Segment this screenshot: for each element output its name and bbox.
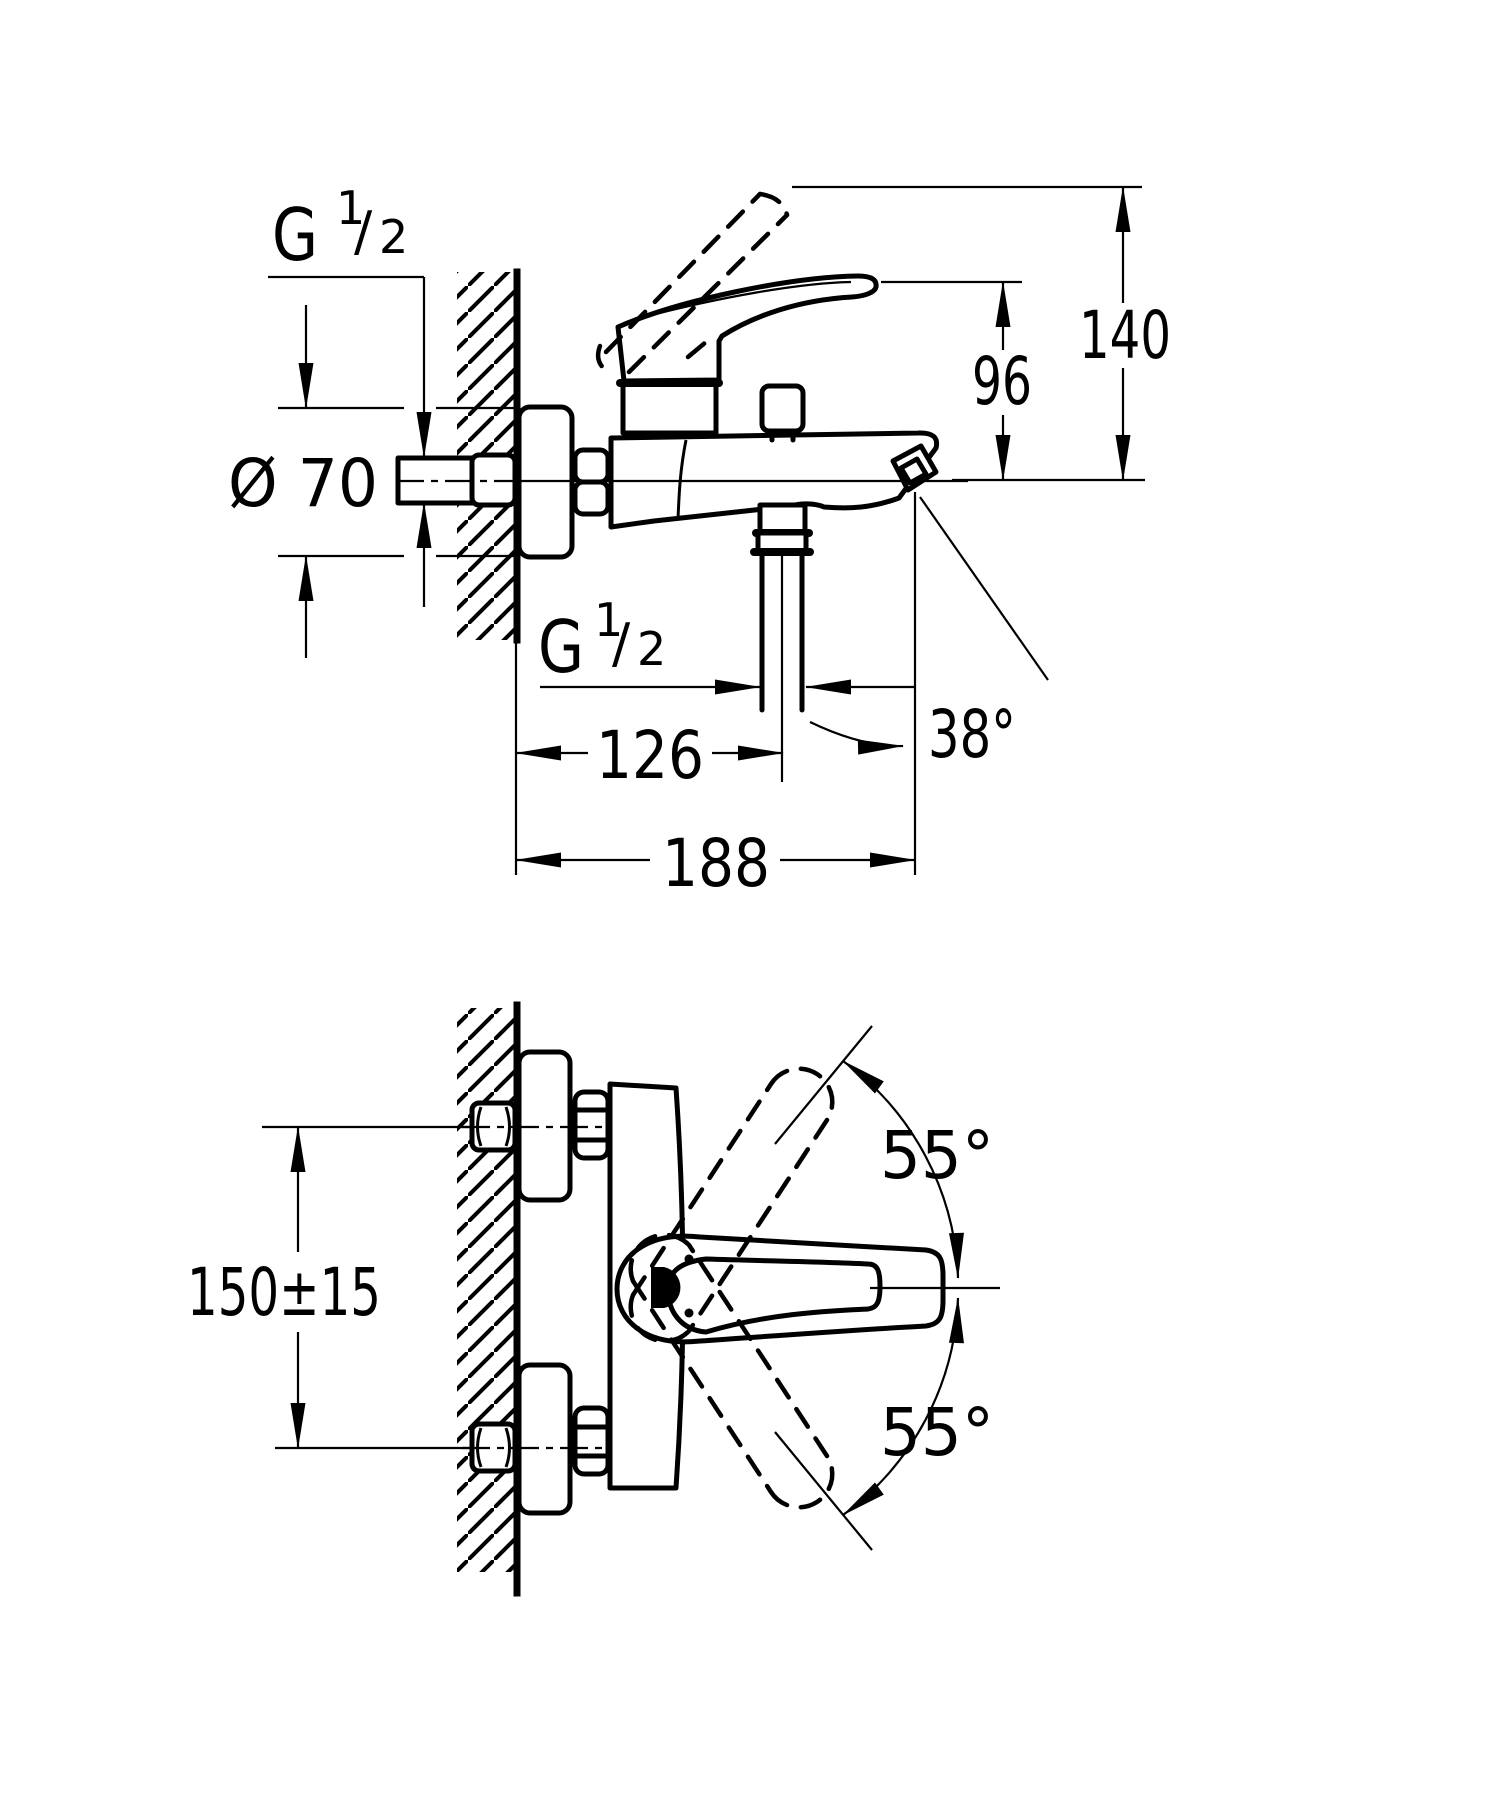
dim-label-150: 150±15 xyxy=(187,1254,381,1331)
thread-top-sub: 2 xyxy=(379,210,408,264)
thread-top-sup: 1 xyxy=(336,181,365,235)
handle-side-raised-dashed xyxy=(595,191,790,375)
thread-bottom-slash: / xyxy=(612,612,631,675)
handle-side-solid xyxy=(615,273,879,384)
dim-angle-38: 38° xyxy=(809,492,1049,875)
dim-label-diameter: Ø 70 xyxy=(228,445,378,522)
handle-logo-mark-icon xyxy=(651,1267,681,1308)
handle-plan-swivel-down-dashed xyxy=(628,1232,835,1510)
dim-label-188: 188 xyxy=(662,825,770,902)
dim-depth-188: 188 xyxy=(515,825,916,902)
dim-height-96: 96 xyxy=(881,280,1032,481)
dim-distance-150: 150±15 xyxy=(187,1125,612,1450)
dim-label-55-lower: 55° xyxy=(880,1394,994,1471)
diverter-knob xyxy=(759,383,806,434)
dim-thread-top: G 1 / 2 xyxy=(268,181,432,607)
dim-label-38deg: 38° xyxy=(928,696,1016,773)
shower-outlet xyxy=(750,502,814,782)
thread-bottom-sup: 1 xyxy=(594,593,623,647)
dim-label-126: 126 xyxy=(596,717,704,794)
dim-label-96: 96 xyxy=(972,343,1032,420)
side-view: G 1 / 2 Ø 70 96 140 xyxy=(228,181,1171,902)
dim-height-140: 140 xyxy=(792,185,1171,482)
dim-projection-126: 126 xyxy=(514,640,784,875)
union-nut-lower-flat xyxy=(572,479,611,517)
lower-connection xyxy=(469,1362,611,1516)
upper-connection xyxy=(469,1049,611,1203)
cartridge-housing xyxy=(620,380,719,436)
handle-top-highlight xyxy=(639,280,852,320)
dim-label-140: 140 xyxy=(1079,297,1171,374)
aerator-inner xyxy=(898,456,929,486)
dim-diameter-70: Ø 70 xyxy=(228,305,519,658)
dim-label-55-upper: 55° xyxy=(880,1117,994,1194)
thread-bottom-sub: 2 xyxy=(637,622,666,676)
thread-top-base: G xyxy=(272,193,318,277)
thread-bottom-base: G xyxy=(538,605,584,689)
handle-plan-swivel-up-dashed xyxy=(628,1066,835,1344)
plan-view: 150±15 55° 55° xyxy=(187,1001,1000,1597)
wall-hatching-plan-icon xyxy=(457,1008,517,1572)
dim-swivel-up-55: 55° xyxy=(774,1025,994,1279)
handle-dot-lower-icon xyxy=(684,1308,694,1318)
thread-top-slash: / xyxy=(354,200,373,263)
union-nut-upper-flat xyxy=(572,447,611,485)
handle-dot-upper-icon xyxy=(684,1254,694,1264)
dim-thread-bottom: G 1 / 2 xyxy=(538,593,915,695)
dim-swivel-down-55: 55° xyxy=(774,1286,1000,1551)
